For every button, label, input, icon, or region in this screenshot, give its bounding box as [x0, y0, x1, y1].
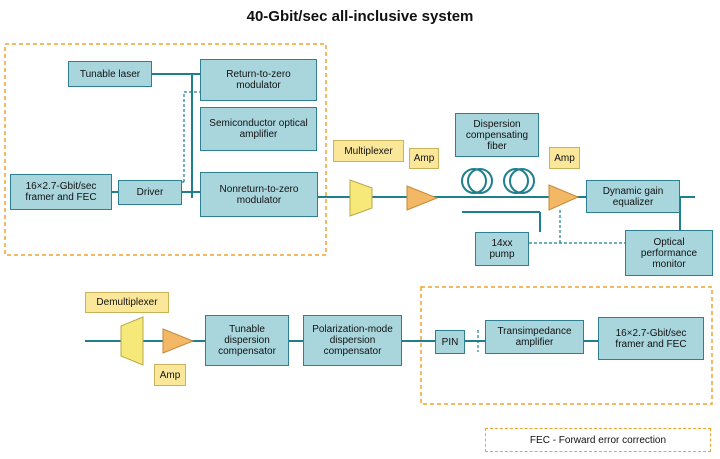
dcf-box: Dispersion compensating fiber	[455, 113, 539, 157]
fiber-coil-3	[503, 168, 529, 194]
fiber-coil-2	[467, 168, 493, 194]
multiplexer-label: Multiplexer	[333, 140, 404, 162]
pmdc-box: Polarization-mode dispersion compensator	[303, 315, 402, 366]
soa-box: Semiconductor optical amplifier	[200, 107, 317, 151]
tdc-box: Tunable dispersion compensator	[205, 315, 289, 366]
legend-fec: FEC - Forward error correction	[485, 428, 711, 452]
amp1-shape	[406, 185, 439, 211]
fiber-coil-4	[509, 168, 535, 194]
nrz-modulator-box: Nonreturn-to-zero modulator	[200, 172, 318, 217]
pin-box: PIN	[435, 330, 465, 354]
receiver-group-outline	[420, 286, 713, 405]
framer-bottom-box: 16×2.7-Gbit/sec framer and FEC	[598, 317, 704, 360]
demultiplexer-label: Demultiplexer	[85, 292, 169, 313]
driver-box: Driver	[118, 180, 182, 205]
framer-top-box: 16×2.7-Gbit/sec framer and FEC	[10, 174, 112, 210]
diagram-title: 40-Gbit/sec all-inclusive system	[246, 8, 474, 25]
amp2-shape	[548, 184, 580, 211]
amp1-label: Amp	[409, 148, 439, 169]
tunable-laser-box: Tunable laser	[68, 61, 152, 87]
rz-modulator-box: Return-to-zero modulator	[200, 59, 317, 101]
amp3-label: Amp	[154, 364, 186, 386]
multiplexer-shape	[349, 179, 373, 217]
pump-box: 14xx pump	[475, 232, 529, 266]
dge-box: Dynamic gain equalizer	[586, 180, 680, 213]
tia-box: Transimpedance amplifier	[485, 320, 584, 354]
amp3-shape	[162, 328, 195, 354]
demultiplexer-shape	[120, 316, 144, 366]
fiber-coil-1	[461, 168, 487, 194]
amp2-label: Amp	[549, 147, 580, 169]
opm-box: Optical performance monitor	[625, 230, 713, 276]
